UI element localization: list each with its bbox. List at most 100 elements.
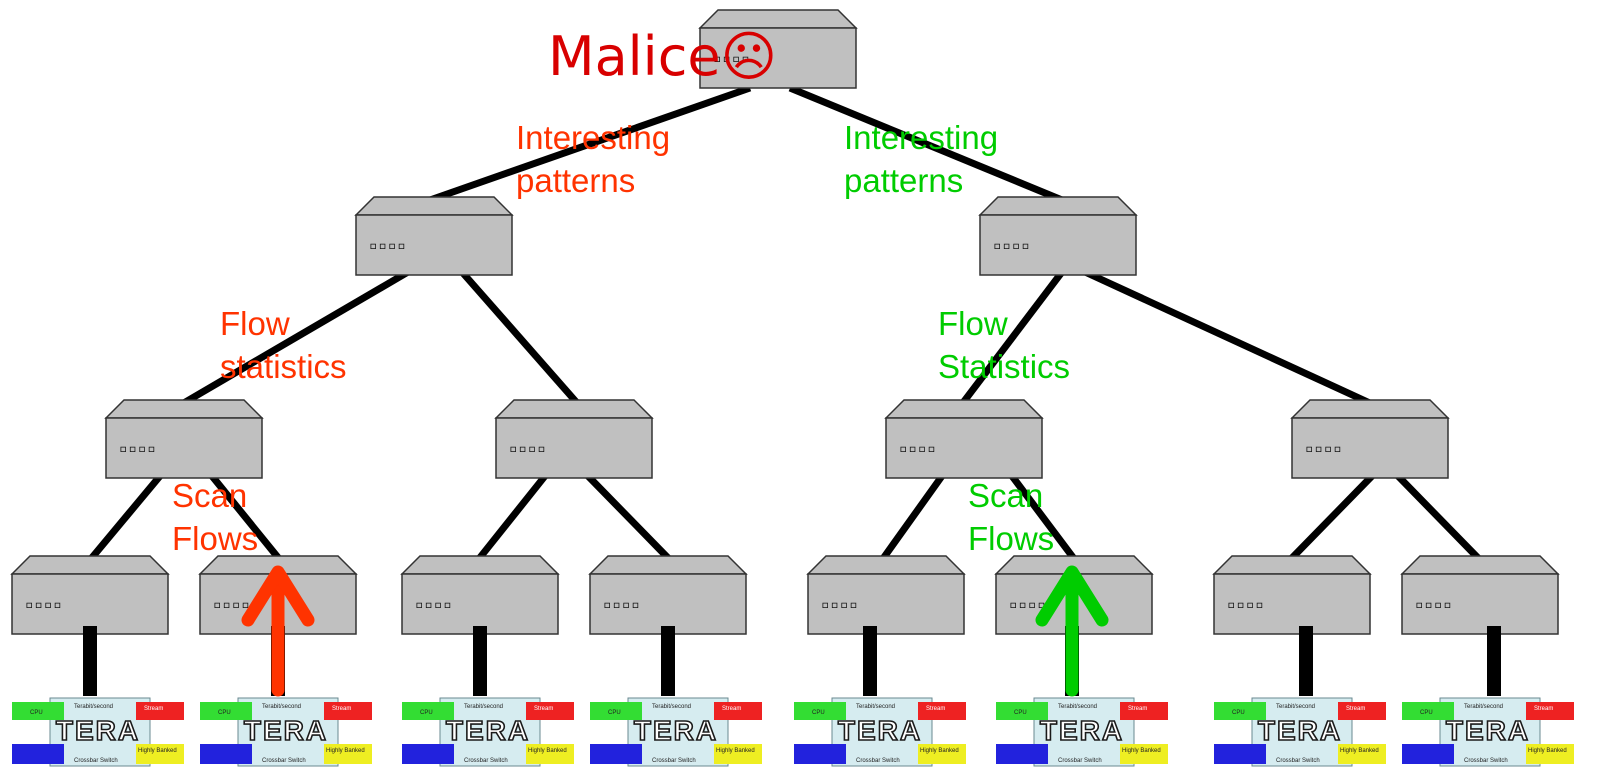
router-root: ▫▫▫▫ — [698, 9, 858, 89]
tera-logo: TERA — [1446, 715, 1530, 746]
tera-board-base — [831, 697, 933, 767]
network-link — [475, 473, 548, 563]
cpu-block — [200, 744, 252, 764]
stream-label: Stream — [1128, 706, 1147, 712]
network-link — [87, 473, 163, 563]
memory-block — [526, 744, 574, 764]
memory-label: Highly Banked — [1340, 748, 1379, 754]
crossbar-label: Crossbar Switch — [262, 758, 306, 764]
router-body — [1401, 573, 1559, 635]
router-ports-icon: ▫▫▫▫ — [1305, 441, 1343, 457]
router-ports-icon: ▫▫▫▫ — [119, 441, 157, 457]
crossbar-label: Crossbar Switch — [464, 758, 508, 764]
router-l1-left: ▫▫▫▫ — [354, 196, 514, 276]
router-leaf-4: ▫▫▫▫ — [588, 555, 748, 635]
stream-label: Stream — [1534, 706, 1553, 712]
cpu-block — [1214, 702, 1266, 720]
routers: ▫▫▫▫▫▫▫▫▫▫▫▫▫▫▫▫▫▫▫▫▫▫▫▫▫▫▫▫▫▫▫▫▫▫▫▫▫▫▫▫… — [10, 9, 1560, 635]
crossbar-label: Crossbar Switch — [1464, 758, 1508, 764]
label-flow-statistics-left: Flow statistics — [220, 305, 347, 385]
terabit-label: Terabit/second — [856, 704, 895, 710]
router-ports-icon: ▫▫▫▫ — [821, 597, 859, 613]
cpu-block — [794, 744, 846, 764]
memory-block — [1526, 744, 1574, 764]
router-top — [10, 555, 170, 575]
stream-label: Stream — [144, 706, 163, 712]
cpu-block — [402, 702, 454, 720]
crossbar-label: Crossbar Switch — [856, 758, 900, 764]
tera-logo: TERA — [446, 715, 530, 746]
router-ports-icon: ▫▫▫▫ — [603, 597, 641, 613]
cpu-block — [402, 744, 454, 764]
router-top — [978, 196, 1138, 216]
router-ports-icon: ▫▫▫▫ — [369, 238, 407, 254]
label-flow-statistics-right: Flow Statistics — [938, 305, 1071, 385]
router-body — [1291, 417, 1449, 479]
network-link — [879, 473, 945, 563]
router-ports-icon: ▫▫▫▫ — [1009, 597, 1047, 613]
cpu-block — [794, 702, 846, 720]
stream-processor-block — [918, 702, 966, 720]
label-scan-flows-right: Scan Flows — [968, 477, 1055, 557]
router-top — [400, 555, 560, 575]
router-top — [884, 399, 1044, 419]
network-link — [209, 473, 283, 563]
router-body — [589, 573, 747, 635]
memory-label: Highly Banked — [716, 748, 755, 754]
stream-processor-block — [714, 702, 762, 720]
tera-board-base — [439, 697, 541, 767]
tera-logo: TERA — [634, 715, 718, 746]
memory-block — [136, 744, 184, 764]
cpu-label: CPU — [420, 710, 433, 716]
router-top — [1212, 555, 1372, 575]
crossbar-label: Crossbar Switch — [74, 758, 118, 764]
stream-label: Stream — [332, 706, 351, 712]
uplink-stem — [83, 626, 97, 696]
up-arrow-green-icon — [1035, 565, 1109, 697]
router-ports-icon: ▫▫▫▫ — [1415, 597, 1453, 613]
router-top — [494, 399, 654, 419]
router-body — [885, 417, 1043, 479]
label-scan-flows-left: Scan Flows — [172, 477, 259, 557]
up-arrow-red-icon — [241, 565, 315, 697]
network-link — [1009, 473, 1078, 563]
memory-block — [918, 744, 966, 764]
router-l2-4: ▫▫▫▫ — [1290, 399, 1450, 479]
network-link — [1287, 473, 1375, 563]
router-body — [979, 214, 1137, 276]
uplink-stem — [863, 626, 877, 696]
network-link — [959, 269, 1065, 407]
network-link — [1395, 473, 1483, 563]
network-link — [788, 84, 1064, 204]
stream-processor-block — [1526, 702, 1574, 720]
malice-text: Malice — [548, 25, 721, 88]
cpu-label: CPU — [1420, 710, 1433, 716]
cpu-block — [996, 744, 1048, 764]
memory-label: Highly Banked — [1528, 748, 1567, 754]
memory-block — [324, 744, 372, 764]
arrows — [241, 565, 1109, 697]
uplink-stem — [1299, 626, 1313, 696]
router-top — [588, 555, 748, 575]
memory-label: Highly Banked — [528, 748, 567, 754]
malice-label: Malice☹ — [548, 22, 777, 92]
links — [87, 84, 1483, 563]
cpu-block — [12, 744, 64, 764]
tera-board-base — [627, 697, 729, 767]
router-ports-icon: ▫▫▫▫ — [993, 238, 1031, 254]
network-link — [459, 269, 581, 407]
terabit-label: Terabit/second — [74, 704, 113, 710]
cpu-block — [1402, 744, 1454, 764]
cpu-label: CPU — [30, 710, 43, 716]
crossbar-label: Crossbar Switch — [1058, 758, 1102, 764]
router-ports-icon: ▫▫▫▫ — [713, 51, 751, 67]
router-leaf-8: ▫▫▫▫ — [1400, 555, 1560, 635]
crossbar-label: Crossbar Switch — [652, 758, 696, 764]
cpu-label: CPU — [608, 710, 621, 716]
tera-logo: TERA — [1040, 715, 1124, 746]
stream-label: Stream — [926, 706, 945, 712]
